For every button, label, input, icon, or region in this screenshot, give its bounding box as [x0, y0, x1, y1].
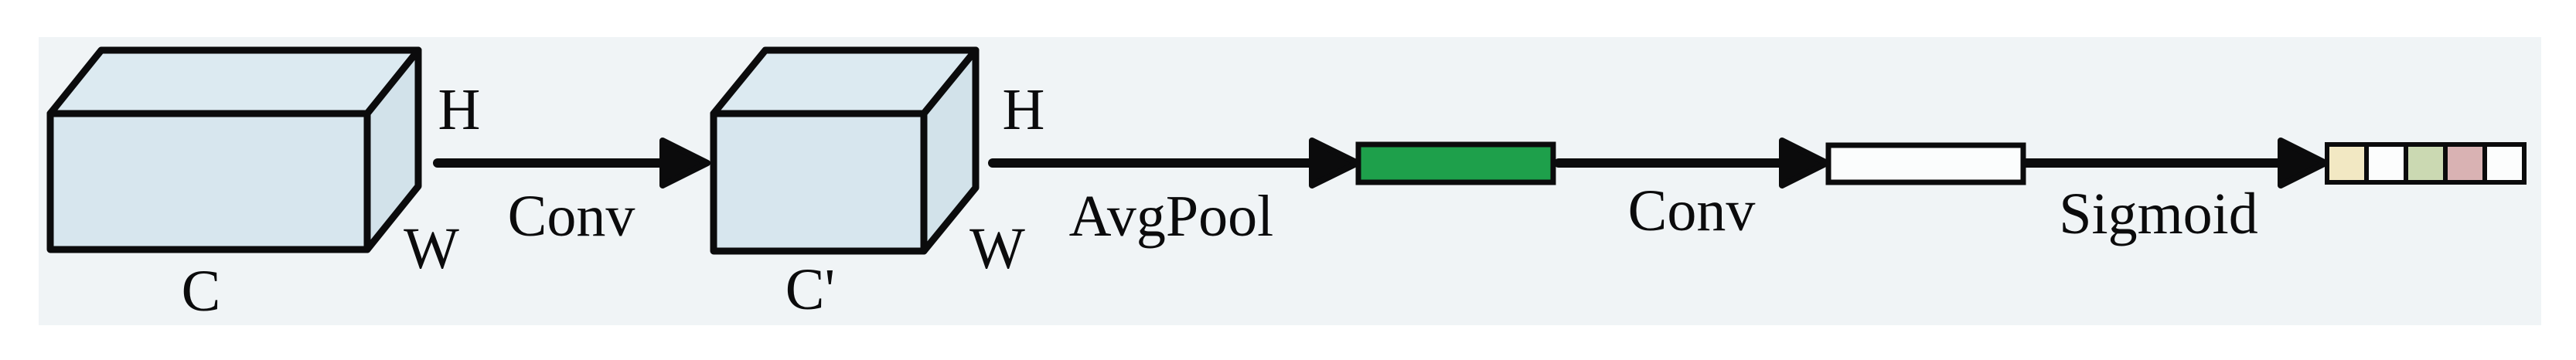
attention-cell: [2482, 142, 2527, 185]
attention-cell: [2364, 142, 2408, 185]
attention-cell: [2325, 142, 2369, 185]
pooled-vector-bar: [1355, 141, 1556, 185]
arrow-conv2-head: [1779, 138, 1830, 188]
attention-cell: [2404, 142, 2448, 185]
arrow-avgpool: [988, 138, 1361, 188]
panel-background: [39, 37, 2541, 325]
diagram-shapes: [46, 46, 2527, 255]
reduced-tensor-height-label: H: [1003, 77, 1045, 142]
arrow-conv1-head: [659, 138, 710, 188]
input-tensor-top-face: [46, 46, 422, 117]
reduced-tensor: [710, 46, 980, 255]
arrow-conv2: [1554, 138, 1830, 188]
arrow-conv1: [433, 138, 710, 188]
conv-vector-bar: [1825, 142, 2026, 185]
input-tensor-channel-label: C: [182, 259, 221, 324]
diagram-labels: H W C H W C' Conv AvgPool Conv Sigmoid: [182, 77, 2258, 324]
arrow-avgpool-head: [1309, 138, 1361, 188]
input-tensor-width-label: W: [404, 216, 459, 281]
conv1-op-label: Conv: [508, 184, 635, 249]
input-tensor: [46, 46, 422, 253]
arrow-sigmoid-head: [2278, 138, 2329, 188]
reduced-tensor-width-label: W: [969, 216, 1025, 281]
input-tensor-height-label: H: [438, 77, 481, 142]
attention-cell: [2443, 142, 2487, 185]
reduced-tensor-channel-label: C': [785, 257, 835, 322]
reduced-tensor-front-face: [710, 110, 928, 255]
sigmoid-op-label: Sigmoid: [2059, 182, 2258, 246]
attention-vector: [2325, 142, 2527, 185]
conv2-op-label: Conv: [1628, 178, 1756, 243]
avgpool-op-label: AvgPool: [1069, 184, 1274, 249]
input-tensor-front-face: [46, 110, 371, 253]
arrow-sigmoid: [2021, 138, 2329, 188]
